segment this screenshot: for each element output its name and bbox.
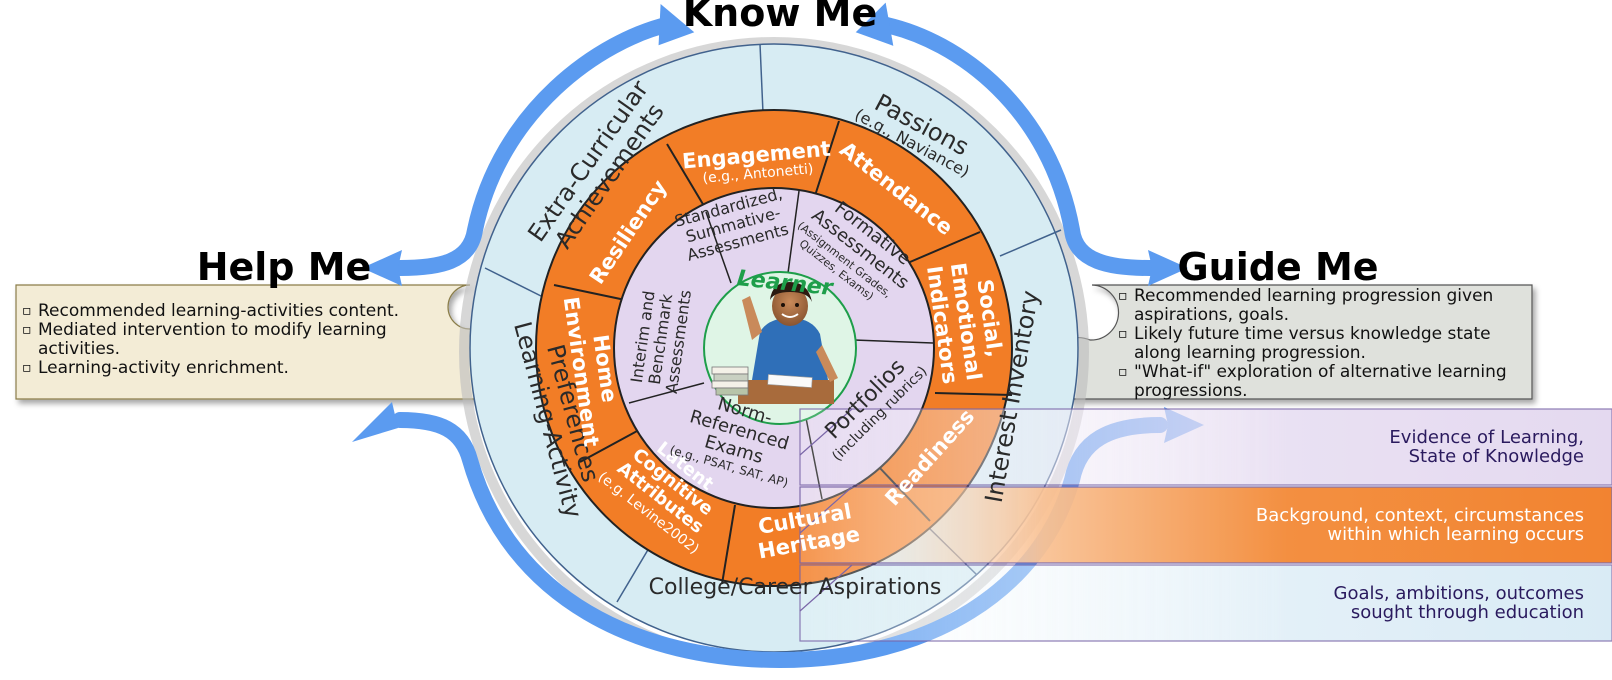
guide-item: "What-if" exploration of alternative lea… — [1116, 363, 1536, 401]
college-career-label: College/Career Aspirations — [649, 575, 942, 600]
inner-ring-dividers — [628, 190, 934, 500]
legend-evidence-label: Evidence of Learning, State of Knowledge — [1389, 427, 1584, 467]
legend-background-label: Background, context, circumstances withi… — [1255, 505, 1584, 545]
help-item: Mediated intervention to modify learning… — [20, 321, 440, 359]
help-panel: Recommended learning-activities content.… — [20, 302, 440, 379]
guide-me-heading: Guide Me — [1177, 245, 1378, 289]
help-me-heading: Help Me — [197, 245, 372, 289]
legend-goals-label: Goals, ambitions, outcomes sought throug… — [1333, 583, 1584, 623]
know-me-heading: Know Me — [683, 0, 878, 35]
learner-illustration — [711, 282, 838, 404]
help-item: Recommended learning-activities content. — [20, 302, 440, 322]
guide-item: Recommended learning progression given a… — [1116, 287, 1536, 325]
legend-strips — [799, 408, 1612, 642]
help-item: Learning-activity enrichment. — [20, 359, 440, 379]
guide-item: Likely future time versus knowledge stat… — [1116, 325, 1536, 363]
guide-panel: Recommended learning progression given a… — [1116, 287, 1536, 401]
